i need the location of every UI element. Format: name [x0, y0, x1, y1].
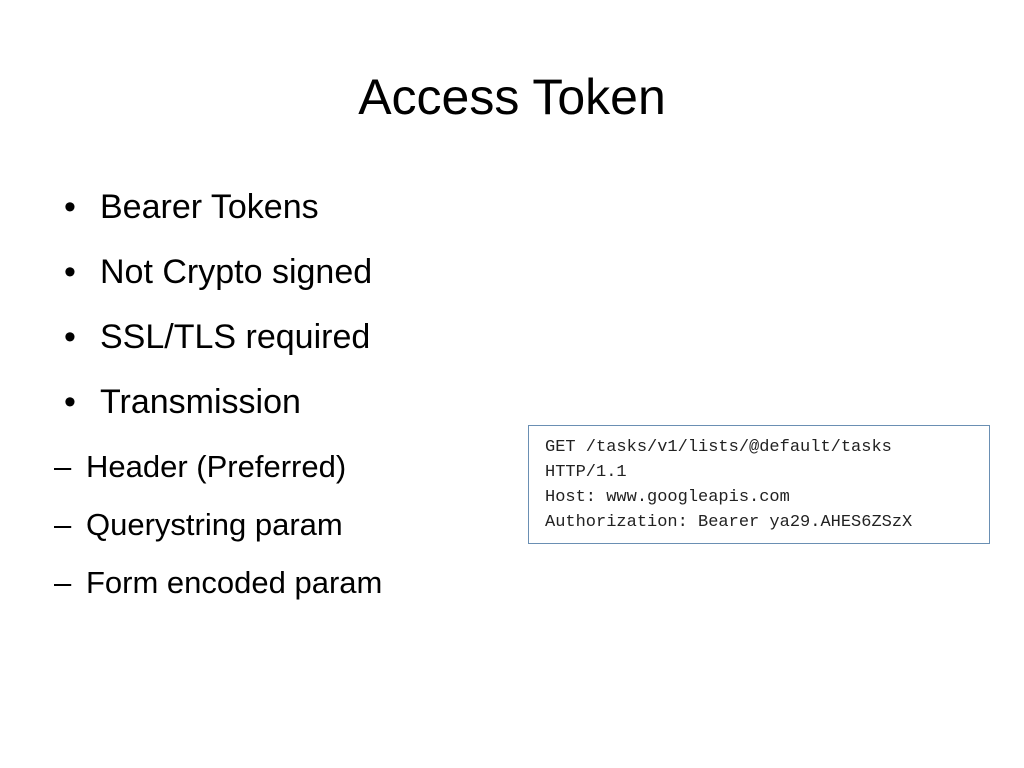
bullet-item: • Transmission: [60, 380, 520, 424]
code-line: Host: www.googleapis.com: [545, 488, 790, 507]
code-sample-box: GET /tasks/v1/lists/@default/tasks HTTP/…: [528, 425, 990, 544]
code-line: Authorization: Bearer ya29.AHES6ZSzX: [545, 513, 913, 532]
bullet-dot-icon: •: [64, 188, 76, 226]
bullet-list: • Bearer Tokens • Not Crypto signed • SS…: [60, 185, 520, 445]
bullet-text: SSL/TLS required: [100, 318, 371, 356]
code-line: GET /tasks/v1/lists/@default/tasks: [545, 438, 892, 457]
sub-bullet-text: Header (Preferred): [86, 449, 347, 484]
bullet-text: Bearer Tokens: [100, 188, 319, 226]
sub-bullet-item: – Header (Preferred): [54, 447, 514, 487]
slide-title: Access Token: [358, 69, 666, 125]
sub-bullet-item: – Querystring param: [54, 505, 514, 545]
bullet-item: • Not Crypto signed: [60, 250, 520, 294]
sub-bullet-item: – Form encoded param: [54, 563, 514, 603]
bullet-text: Transmission: [100, 383, 301, 421]
sub-bullet-text: Form encoded param: [86, 565, 383, 600]
bullet-item: • SSL/TLS required: [60, 315, 520, 359]
dash-icon: –: [54, 449, 72, 484]
code-line: HTTP/1.1: [545, 463, 627, 482]
sub-bullet-list: – Header (Preferred) – Querystring param…: [54, 447, 514, 621]
bullet-dot-icon: •: [64, 318, 76, 356]
bullet-dot-icon: •: [64, 253, 76, 291]
dash-icon: –: [54, 507, 72, 542]
bullet-text: Not Crypto signed: [100, 253, 373, 291]
dash-icon: –: [54, 565, 72, 600]
sub-bullet-text: Querystring param: [86, 507, 343, 542]
bullet-dot-icon: •: [64, 383, 76, 421]
bullet-item: • Bearer Tokens: [60, 185, 520, 229]
